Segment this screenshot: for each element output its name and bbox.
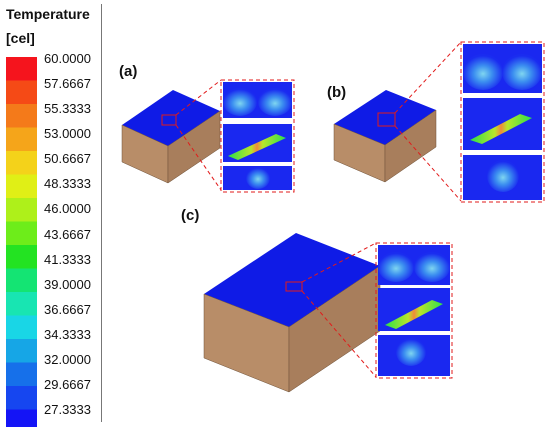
callout-frame-b [460,41,545,203]
legend-value: 60.0000 [44,51,91,66]
legend-value: 57.6667 [44,76,91,92]
legend-value: 39.0000 [44,276,91,292]
legend-title: Temperature [6,6,90,22]
legend-swatch [6,339,37,363]
region-box-a [161,114,177,126]
legend-swatch [6,362,37,387]
legend-divider [101,4,102,422]
inset-c-bottom [378,335,450,376]
legend-value: 50.6667 [44,151,91,167]
inset-a-top [223,82,292,118]
panel-c [203,233,453,393]
region-box-b [377,112,396,127]
panel-a [121,79,295,193]
substrate-top-c [204,233,380,327]
callout-frame-a [220,79,295,193]
legend-swatch [6,221,37,246]
substrate-top-b [334,90,436,145]
legend-swatch [6,198,37,222]
inset-a-mid [223,124,292,162]
legend-value: 53.0000 [44,126,91,142]
legend-swatch [6,245,37,269]
legend-swatch [6,104,37,128]
legend-value: 46.0000 [44,201,91,217]
legend-swatch [6,151,37,175]
legend-value: 27.3333 [44,401,91,417]
legend-value: 48.3333 [44,176,91,192]
legend-swatch [6,80,37,105]
legend-value: 34.3333 [44,326,91,342]
legend-colorbar [6,57,37,427]
inset-b-mid [463,98,542,150]
legend-unit: [cel] [6,30,35,46]
substrate-top-a [122,90,220,146]
legend-value: 29.6667 [44,376,91,392]
legend-swatch [6,127,37,152]
substrate-right-a [167,110,221,184]
panel-label-b: (b) [327,84,347,101]
legend-swatch [6,315,37,340]
legend-value: 43.6667 [44,226,91,242]
legend-value: 32.0000 [44,351,91,367]
panel-label-a: (a) [119,63,138,80]
legend-value: 41.3333 [44,251,91,267]
region-box-c [285,281,303,292]
legend-value: 36.6667 [44,301,91,317]
panel-b [333,41,545,203]
legend-swatch [6,409,37,427]
legend-value: 55.3333 [44,101,91,117]
inset-c-top [378,245,450,285]
callout-frame-c [375,242,453,379]
inset-a-bottom [223,166,292,190]
inset-b-top [463,44,542,93]
legend-swatch [6,174,37,199]
panel-label-c: (c) [181,207,200,224]
inset-b-bottom [463,155,542,200]
legend-swatch [6,292,37,316]
legend-swatch [6,386,37,410]
inset-c-mid [378,288,450,331]
legend-swatch [6,57,37,81]
legend-swatch [6,268,37,293]
substrate-right-b [384,109,437,183]
